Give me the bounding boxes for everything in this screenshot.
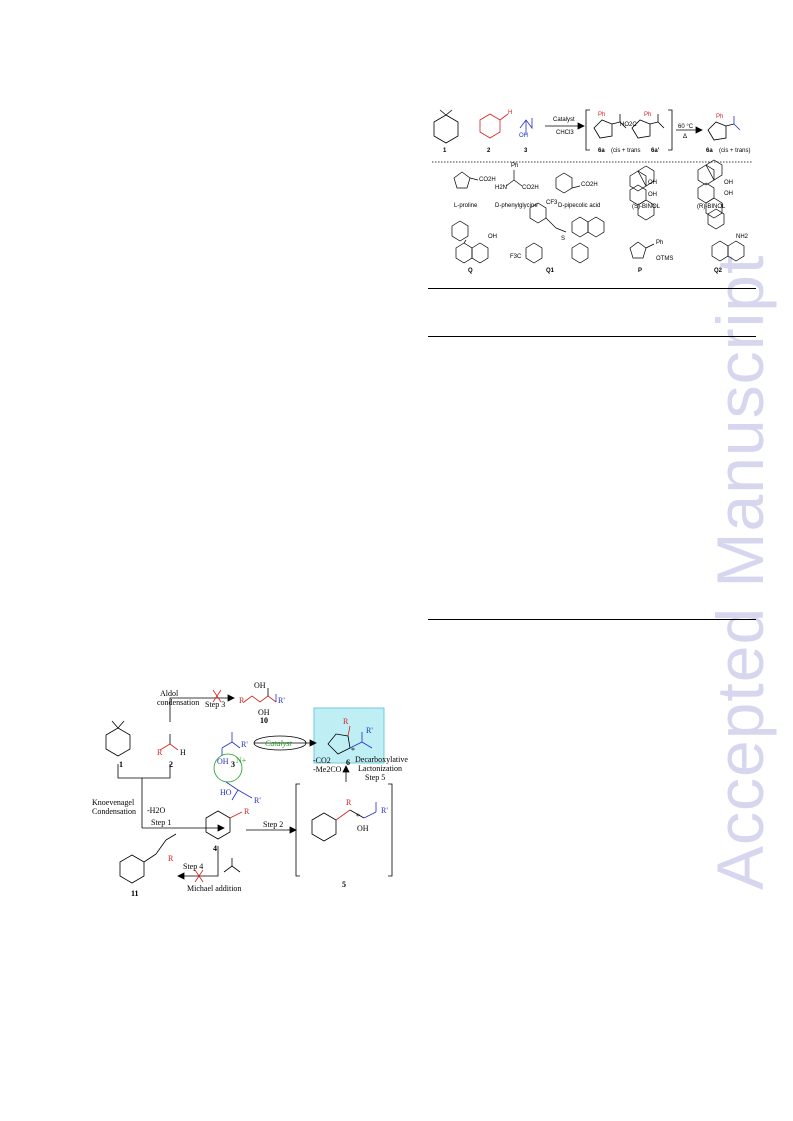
label-rprime-3: R' (241, 740, 248, 749)
label-h2n: H2N (495, 185, 508, 191)
label-r-10: R (239, 696, 245, 705)
label-rprime-5: R' (381, 806, 388, 815)
label-ph-p: Ph (656, 240, 664, 246)
label-n-plus: N+ (236, 756, 247, 765)
label-compound-6aprime: 6a' (651, 148, 660, 154)
label-oh-rbinol-2: OH (724, 191, 733, 197)
label-r-binol: (R)-BINOL (697, 204, 726, 210)
label-minus-me2co: -Me2CO (313, 765, 342, 774)
label-pipecolic: D-pipecolic acid (558, 203, 601, 209)
label-s-binol: (S)-BINOL (632, 204, 661, 210)
label-r-2: R (157, 748, 163, 757)
label-oh: OH (519, 133, 528, 139)
label-compound-4: 4 (213, 844, 217, 853)
label-condensation: condensation (157, 698, 200, 707)
label-compound-1b: 1 (119, 760, 123, 769)
table-rule-bottom (428, 619, 756, 620)
arrow1-bottom-label: CHCl3 (556, 130, 574, 136)
label-rprime-4: R' (254, 796, 261, 805)
label-ho2c: HO2C (620, 122, 637, 128)
label-compound-6a-final: 6a (706, 148, 713, 154)
label-compound-2b: 2 (169, 760, 173, 769)
label-ph-6a: Ph (598, 112, 606, 118)
arrow2-top-label: 60 °C (678, 124, 694, 130)
label-oh-q: OH (488, 234, 497, 240)
label-cis-trans-2: (cis + trans) (719, 148, 751, 154)
label-compound-6a: 6a (598, 148, 605, 154)
label-step3: Step 3 (205, 700, 226, 709)
label-co2h-proline: CO2H (479, 177, 496, 183)
table-rule-mid (428, 336, 756, 337)
label-catalyst: Catalyst (265, 739, 292, 748)
label-oh-10-b: OH (258, 708, 270, 717)
label-compound-3b: 3 (231, 760, 235, 769)
label-p: P (638, 268, 643, 274)
label-aldol: Aldol (160, 689, 179, 698)
label-compound-6: 6 (346, 758, 350, 767)
label-q: Q (468, 268, 473, 274)
label-oh-3: OH (217, 757, 229, 766)
arrow1-top-label: Catalyst (553, 117, 575, 123)
label-rprime-10: R' (278, 696, 285, 705)
label-l-proline: L-proline (454, 203, 478, 209)
label-compound-3: 3 (524, 148, 528, 154)
label-compound-2: 2 (487, 148, 491, 154)
label-ph-phenylglycine: Ph (511, 163, 519, 169)
label-oh-sbinol: OH (648, 180, 657, 186)
label-michael: Michael addition (187, 884, 242, 893)
label-condensation2: Condensation (92, 807, 136, 816)
label-ph-6aprime: Ph (644, 112, 652, 118)
label-r-6: R (343, 717, 349, 726)
label-compound-1: 1 (443, 148, 447, 154)
label-h: H (508, 110, 513, 116)
label-compound-10: 10 (260, 716, 268, 725)
label-step1: Step 1 (151, 818, 172, 827)
label-s: S (561, 236, 566, 242)
label-minus-co2: -CO2 (313, 756, 331, 765)
label-phenylglycine: D-phenylglycine (495, 203, 538, 209)
label-co2h-pipecolic: CO2H (581, 182, 598, 188)
label-rprime-6: R' (366, 726, 373, 735)
label-step2: Step 2 (263, 820, 284, 829)
label-compound-11: 11 (131, 889, 139, 898)
label-cf3: CF3 (546, 200, 558, 206)
label-lactonization: Lactonization (358, 764, 402, 773)
label-q2: Q2 (714, 268, 723, 274)
label-step4: Step 4 (183, 862, 204, 871)
label-minus-h2o: -H2O (147, 806, 166, 815)
label-co2h-glycine: CO2H (522, 185, 539, 191)
label-step5: Step 5 (365, 773, 386, 782)
arrow2-bottom-label: Δ (683, 134, 688, 140)
label-star-5: * (356, 812, 360, 821)
label-r-5: R (346, 798, 352, 807)
label-h-2: H (180, 748, 186, 757)
label-star-6: * (351, 746, 355, 755)
label-r-11: R (168, 854, 174, 863)
label-oh-10-a: OH (254, 681, 266, 690)
label-f3c: F3C (510, 254, 522, 260)
label-decarbox: Decarboxylative (355, 755, 408, 764)
label-nh2: NH2 (736, 234, 749, 240)
label-ph-final: Ph (716, 114, 724, 120)
label-compound-5: 5 (342, 880, 346, 889)
label-otms: OTMS (656, 256, 674, 262)
label-oh-sbinol-2: OH (648, 192, 657, 198)
label-cis-trans-1: (cis + trans (611, 148, 641, 154)
label-r-4: R (244, 807, 250, 816)
table-rule-top (428, 288, 756, 289)
label-oh-5: OH (357, 824, 369, 833)
label-oh-rbinol: OH (724, 180, 733, 186)
label-ho-4: HO (220, 788, 232, 797)
label-q1: Q1 (546, 268, 555, 274)
label-knoevenagel: Knoevenagel (92, 798, 135, 807)
